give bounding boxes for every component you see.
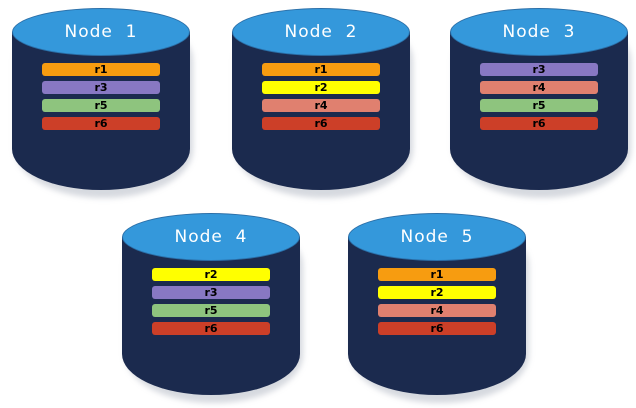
node-label: Node 5 xyxy=(400,227,474,247)
replica-list: r1 r2 r4 r6 xyxy=(262,63,380,130)
cylinder-top-ellipse xyxy=(232,8,410,56)
node-label: Node 2 xyxy=(284,22,358,42)
replica-bar[interactable]: r2 xyxy=(262,81,380,94)
replica-list: r3 r4 r5 r6 xyxy=(480,63,598,130)
replica-bar[interactable]: r1 xyxy=(262,63,380,76)
cylinder-top-ellipse xyxy=(348,213,526,261)
replica-bar[interactable]: r6 xyxy=(480,117,598,130)
cylinder-top-ellipse xyxy=(122,213,300,261)
cylinder-top-ellipse xyxy=(12,8,190,56)
replica-bar[interactable]: r5 xyxy=(42,99,160,112)
replica-bar[interactable]: r1 xyxy=(42,63,160,76)
node-label: Node 4 xyxy=(174,227,248,247)
database-node-5[interactable]: Node 5 r1 r2 r4 r6 xyxy=(348,213,529,403)
replica-bar[interactable]: r2 xyxy=(152,268,270,281)
replica-bar[interactable]: r5 xyxy=(480,99,598,112)
node-label: Node 1 xyxy=(64,22,138,42)
replica-bar[interactable]: r3 xyxy=(42,81,160,94)
replica-bar[interactable]: r5 xyxy=(152,304,270,317)
replica-bar[interactable]: r4 xyxy=(378,304,496,317)
replica-bar[interactable]: r3 xyxy=(152,286,270,299)
replica-bar[interactable]: r6 xyxy=(378,322,496,335)
database-node-3[interactable]: Node 3 r3 r4 r5 r6 xyxy=(450,8,631,198)
replica-list: r1 r3 r5 r6 xyxy=(42,63,160,130)
node-label: Node 3 xyxy=(502,22,576,42)
replica-bar[interactable]: r4 xyxy=(262,99,380,112)
replica-bar[interactable]: r4 xyxy=(480,81,598,94)
database-node-1[interactable]: Node 1 r1 r3 r5 r6 xyxy=(12,8,193,198)
replica-list: r1 r2 r4 r6 xyxy=(378,268,496,335)
replica-bar[interactable]: r6 xyxy=(152,322,270,335)
replica-bar[interactable]: r6 xyxy=(42,117,160,130)
database-node-4[interactable]: Node 4 r2 r3 r5 r6 xyxy=(122,213,303,403)
replica-bar[interactable]: r1 xyxy=(378,268,496,281)
replica-bar[interactable]: r6 xyxy=(262,117,380,130)
replica-list: r2 r3 r5 r6 xyxy=(152,268,270,335)
replica-bar[interactable]: r2 xyxy=(378,286,496,299)
cylinder-top-ellipse xyxy=(450,8,628,56)
database-node-2[interactable]: Node 2 r1 r2 r4 r6 xyxy=(232,8,413,198)
replica-bar[interactable]: r3 xyxy=(480,63,598,76)
